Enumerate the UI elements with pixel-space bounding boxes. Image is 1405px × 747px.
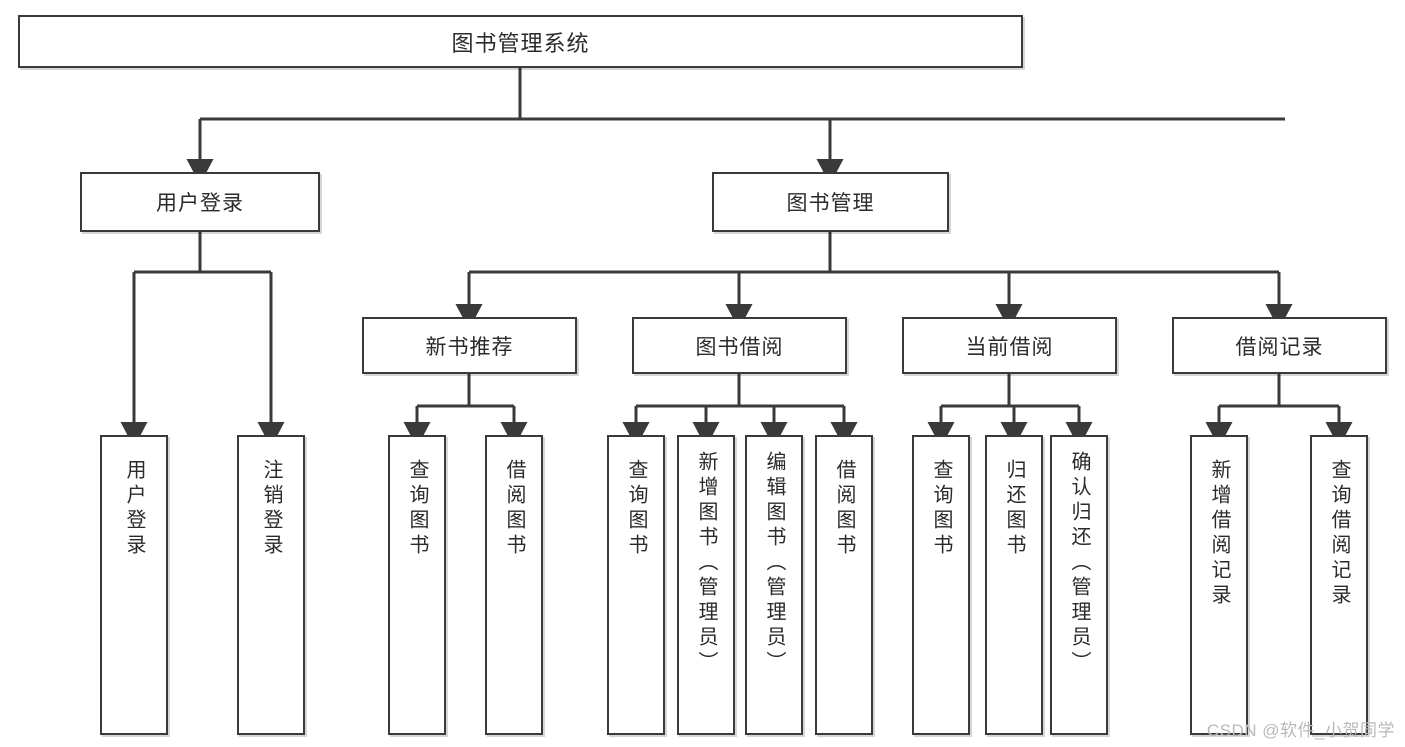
node-new-book-recommend[interactable]: 新书推荐 — [362, 317, 577, 374]
leaf-node-label: 查询借阅记录 — [1328, 459, 1350, 609]
leaf-node[interactable]: 借阅图书 — [815, 435, 873, 735]
leaf-node[interactable]: 注销登录 — [237, 435, 305, 735]
leaf-node[interactable]: 借阅图书 — [485, 435, 543, 735]
node-current-borrow[interactable]: 当前借阅 — [902, 317, 1117, 374]
leaf-node-label: 查询图书 — [625, 459, 647, 559]
watermark: CSDN @软件_小贺同学 — [1206, 721, 1395, 740]
leaf-node-label: 用户登录 — [123, 459, 145, 559]
leaf-node[interactable]: 新增图书（管理员） — [677, 435, 735, 735]
leaf-node[interactable]: 查询借阅记录 — [1310, 435, 1368, 735]
node-borrow-record[interactable]: 借阅记录 — [1172, 317, 1387, 374]
leaf-node-label: 归还图书 — [1003, 459, 1025, 559]
leaf-node[interactable]: 查询图书 — [912, 435, 970, 735]
leaf-node[interactable]: 新增借阅记录 — [1190, 435, 1248, 735]
node-book-borrow-label: 图书借阅 — [695, 335, 784, 359]
leaf-node-label: 查询图书 — [406, 459, 428, 559]
node-borrow-record-label: 借阅记录 — [1235, 335, 1324, 359]
node-user-login-label: 用户登录 — [156, 192, 244, 215]
node-new-book-recommend-label: 新书推荐 — [425, 335, 514, 359]
node-user-login[interactable]: 用户登录 — [80, 172, 320, 232]
leaf-node-label: 借阅图书 — [503, 459, 525, 559]
leaf-node[interactable]: 用户登录 — [100, 435, 168, 735]
leaf-node-label: 查询图书 — [930, 459, 952, 559]
leaf-node-label: 新增图书（管理员） — [695, 451, 717, 676]
leaf-node-label: 借阅图书 — [833, 459, 855, 559]
leaf-node[interactable]: 编辑图书（管理员） — [745, 435, 803, 735]
leaf-node-label: 新增借阅记录 — [1208, 459, 1230, 609]
node-current-borrow-label: 当前借阅 — [965, 335, 1054, 359]
node-book-manage[interactable]: 图书管理 — [712, 172, 949, 232]
leaf-node-label: 确认归还（管理员） — [1068, 451, 1090, 676]
leaf-node[interactable]: 归还图书 — [985, 435, 1043, 735]
leaf-node-label: 编辑图书（管理员） — [763, 451, 785, 676]
node-root[interactable]: 图书管理系统 — [18, 15, 1023, 68]
node-book-borrow[interactable]: 图书借阅 — [632, 317, 847, 374]
node-book-manage-label: 图书管理 — [786, 192, 875, 215]
leaf-node[interactable]: 查询图书 — [388, 435, 446, 735]
node-root-label: 图书管理系统 — [451, 30, 590, 56]
leaf-node[interactable]: 确认归还（管理员） — [1050, 435, 1108, 735]
leaf-node-label: 注销登录 — [260, 459, 282, 559]
leaf-node[interactable]: 查询图书 — [607, 435, 665, 735]
